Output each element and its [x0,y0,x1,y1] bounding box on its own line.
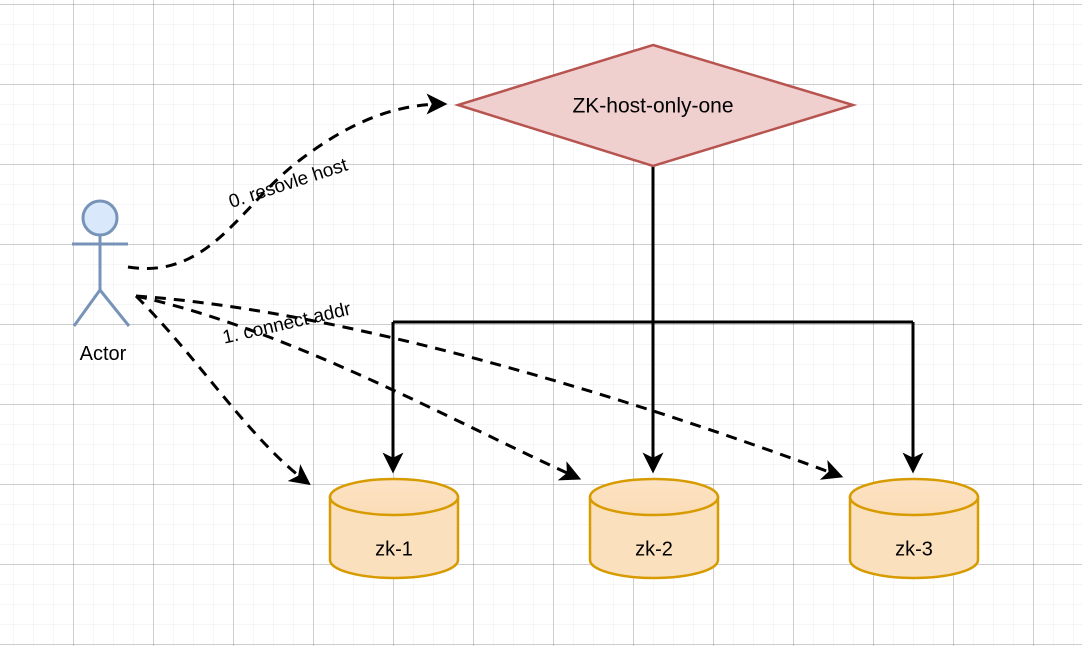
edge-bus-diamond-to-zk[interactable] [382,166,924,474]
node-zk-1-label: zk-1 [375,538,413,560]
edge-label-connect-addr: 1. connect addr [221,299,354,349]
edge-resolve-host[interactable] [127,93,448,270]
edge-label-connect-addr-text: 1. connect addr [221,299,354,349]
edge-connect-addr[interactable] [134,294,844,486]
node-actor-label: Actor [80,343,127,365]
node-zk-2-label: zk-2 [635,538,673,560]
edge-label-resolve-host: 0. resovle host [226,154,351,212]
actor-head-icon [81,199,119,237]
node-zk-1[interactable]: zk-1 [328,477,460,580]
node-actor[interactable]: Actor [72,199,131,365]
node-zk-3-label: zk-3 [895,538,933,560]
node-zk-host-only-one-label: ZK-host-only-one [572,95,733,118]
node-zk-host-only-one[interactable]: ZK-host-only-one [453,43,858,168]
edge-label-resolve-host-text: 0. resovle host [226,154,351,212]
node-zk-3[interactable]: zk-3 [848,477,980,580]
actor-legs-icon [72,289,131,327]
node-zk-2[interactable]: zk-2 [588,477,720,580]
